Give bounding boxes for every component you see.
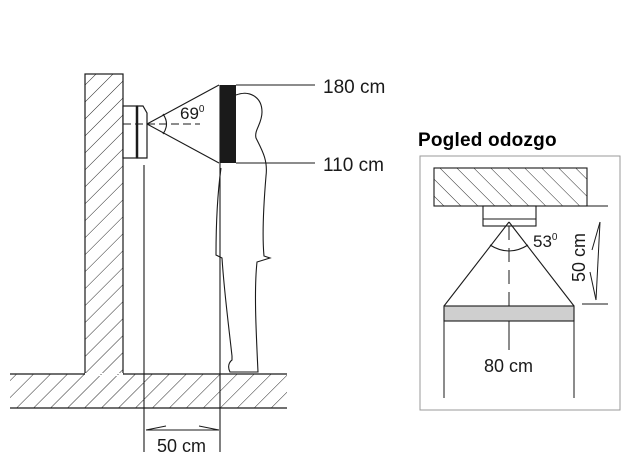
top-view-title: Pogled odozgo [418,130,557,151]
coverage-bar [220,85,236,163]
floor [10,374,287,408]
top-view-frame [419,155,621,411]
top-wall [433,167,588,207]
side-view: 690 180 cm 110 cm 50 cm [10,73,385,456]
person-silhouette [215,92,272,373]
wall [84,73,124,375]
top-device [482,205,537,227]
height-180-label: 180 cm [323,77,385,98]
distance-label: 50 cm [157,436,206,456]
top-view: 530 50 cm 80 cm [419,155,621,411]
door-station-device [122,105,148,159]
coverage-zone [443,305,575,322]
width-label: 80 cm [484,356,533,376]
height-110-label: 110 cm [323,155,384,176]
top-angle-label: 530 [533,232,558,251]
depth-label: 50 cm [569,233,589,282]
side-angle-label: 690 [180,104,205,123]
